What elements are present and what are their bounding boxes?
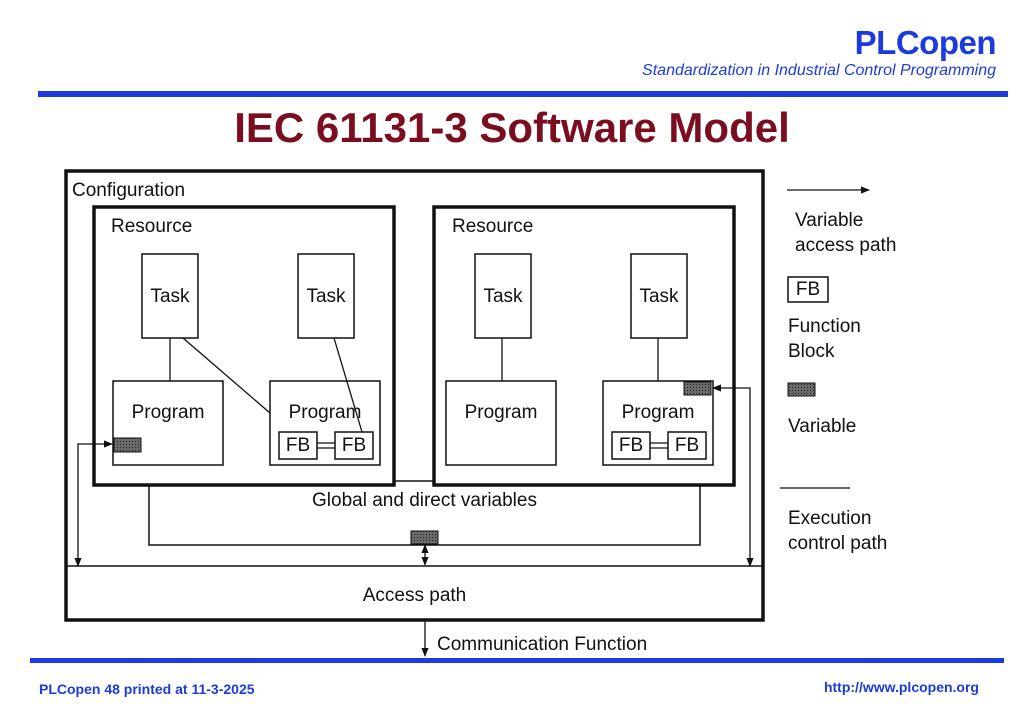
fb-box-3 xyxy=(611,431,651,460)
legend-fb-box xyxy=(787,276,829,303)
page-title: IEC 61131-3 Software Model xyxy=(234,104,790,151)
task-label-4: Task xyxy=(639,286,679,307)
global-variables-label: Global and direct variables xyxy=(312,490,537,511)
task-label-2: Task xyxy=(306,286,346,307)
brand-logo: PLCopen xyxy=(854,24,997,61)
legend-variable-swatch xyxy=(787,382,816,397)
fb-box-4 xyxy=(667,431,707,460)
access-path-left xyxy=(74,440,113,567)
configuration-label: Configuration xyxy=(72,180,186,201)
fb-label-1: FB xyxy=(285,435,311,456)
header-divider xyxy=(38,91,1008,97)
brand-tagline: Standardization in Industrial Control Pr… xyxy=(642,62,996,79)
program-label-3: Program xyxy=(464,402,538,423)
legend-variable: Variable xyxy=(788,416,857,437)
access-path-right xyxy=(712,384,754,567)
legend-execution-control-path: Execution control path xyxy=(788,508,888,554)
communication-function-label: Communication Function xyxy=(437,634,648,655)
footer-left-text: PLCopen 48 printed at 11-3-2025 xyxy=(39,681,255,697)
fb-box-1 xyxy=(278,431,318,460)
exec-path-task2-fb xyxy=(333,337,363,433)
resource-label-1: Resource xyxy=(111,216,193,237)
access-path-label: Access path xyxy=(362,585,467,606)
fb-label-4: FB xyxy=(674,435,700,456)
configuration-box xyxy=(64,169,765,622)
task-label-3: Task xyxy=(483,286,523,307)
legend-fb-label: FB xyxy=(795,279,821,300)
legend-function-block: Function Block xyxy=(788,316,861,362)
resource-label-2: Resource xyxy=(452,216,534,237)
fb-box-2 xyxy=(334,431,374,460)
task-box-2 xyxy=(297,253,355,339)
fb-label-2: FB xyxy=(341,435,367,456)
program-label-4: Program xyxy=(621,402,695,423)
program-label-1: Program xyxy=(131,402,205,423)
footer-url-link[interactable]: http://www.plcopen.org xyxy=(823,679,979,695)
variable-program-1 xyxy=(113,437,142,453)
task-box-4 xyxy=(630,253,688,339)
program-box-3 xyxy=(445,380,557,466)
variable-global xyxy=(410,530,439,545)
legend-variable-access-path: Variable access path xyxy=(795,210,897,256)
program-label-2: Program xyxy=(288,402,362,423)
fb-label-3: FB xyxy=(618,435,644,456)
exec-path-task1-program2 xyxy=(182,337,271,414)
task-box-3 xyxy=(474,253,532,339)
task-label-1: Task xyxy=(150,286,190,307)
variable-program-4 xyxy=(683,381,712,396)
footer-divider xyxy=(30,658,1004,663)
